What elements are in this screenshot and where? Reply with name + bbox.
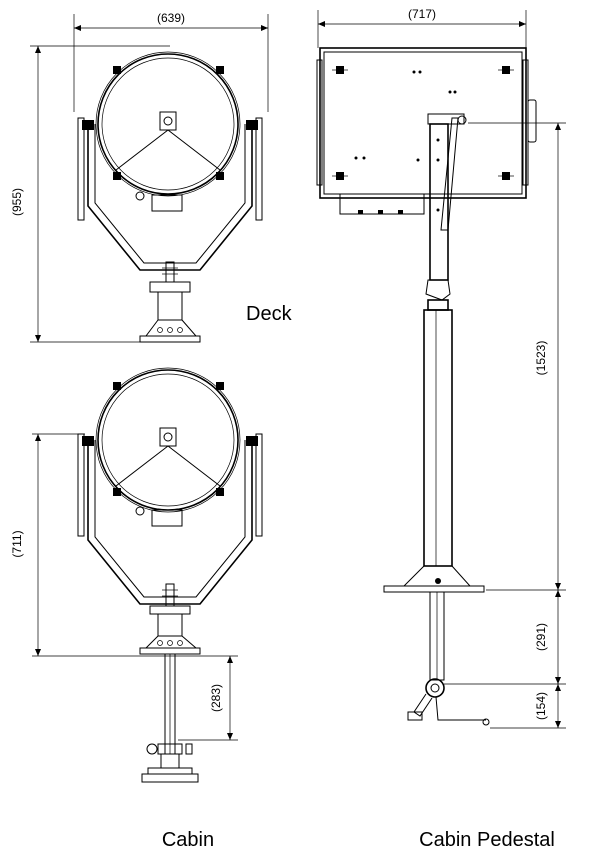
cabin-pedestal: (717)	[316, 7, 566, 851]
deck-height-dimension: (955)	[10, 188, 24, 216]
pedestal-width-dimension: (717)	[408, 7, 436, 21]
cabin-label: Cabin	[162, 829, 214, 851]
deck-label: Deck	[246, 303, 293, 325]
pedestal-pole-dimension: (291)	[534, 623, 548, 651]
deck-searchlight: (639) (955)	[10, 11, 293, 343]
pedestal-handle-dimension: (154)	[534, 692, 548, 720]
deck-width-dimension: (639)	[157, 11, 185, 25]
cabin-pedestal-label: Cabin Pedestal	[419, 829, 555, 851]
cabin-searchlight: (711)	[10, 367, 263, 851]
cabin-height-dimension: (711)	[10, 530, 24, 557]
pedestal-height-dimension: (1523)	[534, 341, 548, 376]
cabin-pole-dimension: (283)	[209, 684, 223, 712]
